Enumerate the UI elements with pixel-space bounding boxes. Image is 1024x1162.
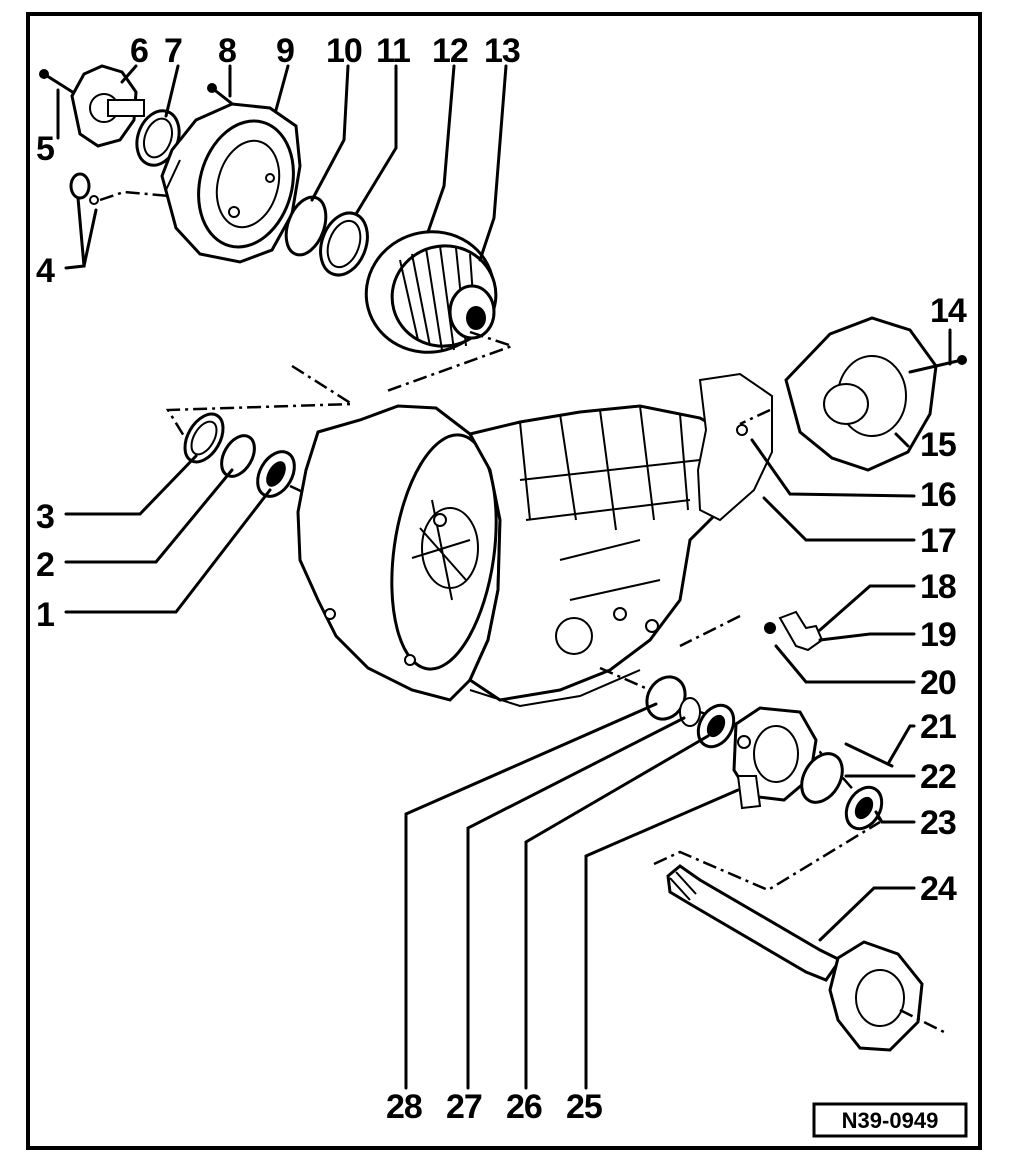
callout-27: 27 [446,1088,482,1126]
assembly-axis-front [165,364,357,447]
callout-24: 24 [920,870,957,908]
drive-flange-5-6 [39,64,145,148]
o-ring-10 [284,195,328,257]
callout-9: 9 [276,32,294,70]
callout-12: 12 [432,32,468,70]
callout-11: 11 [376,32,410,70]
output-shaft-24 [653,820,945,1052]
callout-19: 19 [920,616,956,654]
callout-labels: 1 2 3 4 5 6 7 8 9 10 11 12 13 14 15 16 1… [36,32,968,1126]
callout-26: 26 [506,1088,542,1126]
callout-28: 28 [386,1088,422,1126]
bolt-21 [844,742,894,768]
callout-4: 4 [36,252,55,290]
callout-22: 22 [920,758,956,796]
callout-8: 8 [218,32,236,70]
bearing-23 [844,785,884,831]
transmission-housing [296,404,742,708]
callout-10: 10 [326,32,362,70]
callout-16: 16 [920,476,956,514]
sensor-18-20 [679,610,824,652]
shim-ring-11 [319,211,369,277]
crown-wheel-12-13 [364,230,516,394]
bearing-1 [256,450,296,498]
callout-2: 2 [36,546,54,584]
callout-6: 6 [130,32,148,70]
seal-3 [183,412,225,464]
callout-20: 20 [920,664,956,702]
callout-1: 1 [36,596,54,634]
callout-21: 21 [920,708,956,746]
leader-lines [56,64,952,1090]
reference-code: N39-0949 [842,1108,939,1133]
gasket-17 [696,372,773,522]
callout-5: 5 [36,130,54,168]
rear-cover-15 [739,316,938,472]
callout-7: 7 [164,32,182,70]
callout-17: 17 [920,522,956,560]
callout-13: 13 [484,32,520,70]
cover-housing-9 [160,83,302,264]
callout-14: 14 [930,292,967,330]
diagram-frame [26,12,982,1150]
callout-25: 25 [566,1088,602,1126]
reference-code-box: N39-0949 [812,1102,968,1138]
callout-18: 18 [920,568,956,606]
seal-ring-7 [135,109,181,167]
dowel-16 [736,424,748,436]
callout-23: 23 [920,804,956,842]
callout-15: 15 [920,426,956,464]
bolt-14 [908,355,967,374]
ring-27 [679,697,701,727]
plug-screws-4 [69,172,171,205]
seal-22 [800,752,844,804]
callout-3: 3 [36,498,54,536]
